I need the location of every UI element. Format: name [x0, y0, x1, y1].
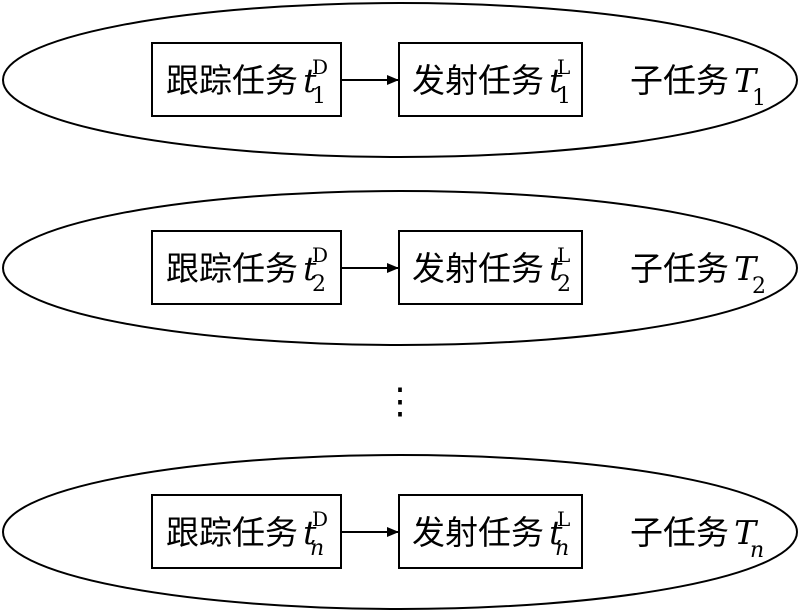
launch-task-label-2: 发射任务 t — [412, 249, 563, 288]
tracking-task-text-2: 跟踪任务 — [166, 249, 298, 288]
tracking-task-sup-n: D — [312, 507, 328, 531]
tracking-task-sub-1: 1 — [312, 84, 326, 109]
subtask-ellipse-1 — [2, 2, 798, 158]
subtask-sub-1: 1 — [752, 86, 766, 111]
launch-task-var-n: t — [549, 513, 563, 552]
subtask-ellipse-2 — [2, 190, 798, 346]
launch-task-text-n: 发射任务 — [412, 513, 544, 552]
launch-task-sup-1: L — [557, 55, 570, 79]
subtask-text-1: 子任务 — [630, 61, 729, 100]
tracking-task-text-1: 跟踪任务 — [166, 61, 298, 100]
vertical-ellipsis: ⋮ — [382, 381, 418, 422]
launch-task-sup-2: L — [557, 243, 570, 267]
launch-task-var-2: t — [549, 249, 563, 288]
launch-task-var-1: t — [549, 61, 563, 100]
subtask-group-2: 跟踪任务 t D 2 发射任务 t L 2 子任务 T 2 — [2, 190, 798, 346]
tracking-task-label-n: 跟踪任务 t — [166, 513, 317, 552]
launch-task-text-2: 发射任务 — [412, 249, 544, 288]
tracking-task-var-n: t — [303, 513, 317, 552]
tracking-task-text-n: 跟踪任务 — [166, 513, 298, 552]
tracking-task-sub-n: n — [310, 536, 324, 561]
subtask-group-n: 跟踪任务 t D n 发射任务 t L n 子任务 T n — [2, 454, 798, 610]
launch-task-sub-1: 1 — [557, 84, 571, 109]
subtask-sub-n: n — [750, 538, 764, 563]
subtask-group-1: 跟踪任务 t D 1 发射任务 t L 1 子任务 T 1 — [2, 2, 798, 158]
tracking-task-var-2: t — [303, 249, 317, 288]
launch-task-box-1 — [398, 42, 583, 117]
subtask-ellipse-n — [2, 454, 798, 610]
tracking-task-sub-2: 2 — [312, 272, 326, 297]
tracking-task-sup-1: D — [312, 55, 328, 79]
launch-task-sup-n: L — [557, 507, 570, 531]
tracking-task-var-1: t — [303, 61, 317, 100]
subtask-text-2: 子任务 — [630, 249, 729, 288]
subtask-var-1: T — [734, 61, 759, 100]
launch-task-label-1: 发射任务 t — [412, 61, 563, 100]
tracking-task-label-1: 跟踪任务 t — [166, 61, 317, 100]
launch-task-label-n: 发射任务 t — [412, 513, 563, 552]
launch-task-box-2 — [398, 230, 583, 305]
tracking-task-label-2: 跟踪任务 t — [166, 249, 317, 288]
subtask-label-1: 子任务 T — [630, 61, 759, 100]
subtask-sub-2: 2 — [752, 274, 766, 299]
launch-task-sub-n: n — [555, 536, 569, 561]
launch-task-text-1: 发射任务 — [412, 61, 544, 100]
subtask-var-n: T — [734, 513, 759, 552]
subtask-label-2: 子任务 T — [630, 249, 759, 288]
subtask-label-n: 子任务 T — [630, 513, 759, 552]
subtask-var-2: T — [734, 249, 759, 288]
tracking-task-sup-2: D — [312, 243, 328, 267]
subtask-text-n: 子任务 — [630, 513, 729, 552]
launch-task-box-n — [398, 494, 583, 569]
launch-task-sub-2: 2 — [557, 272, 571, 297]
